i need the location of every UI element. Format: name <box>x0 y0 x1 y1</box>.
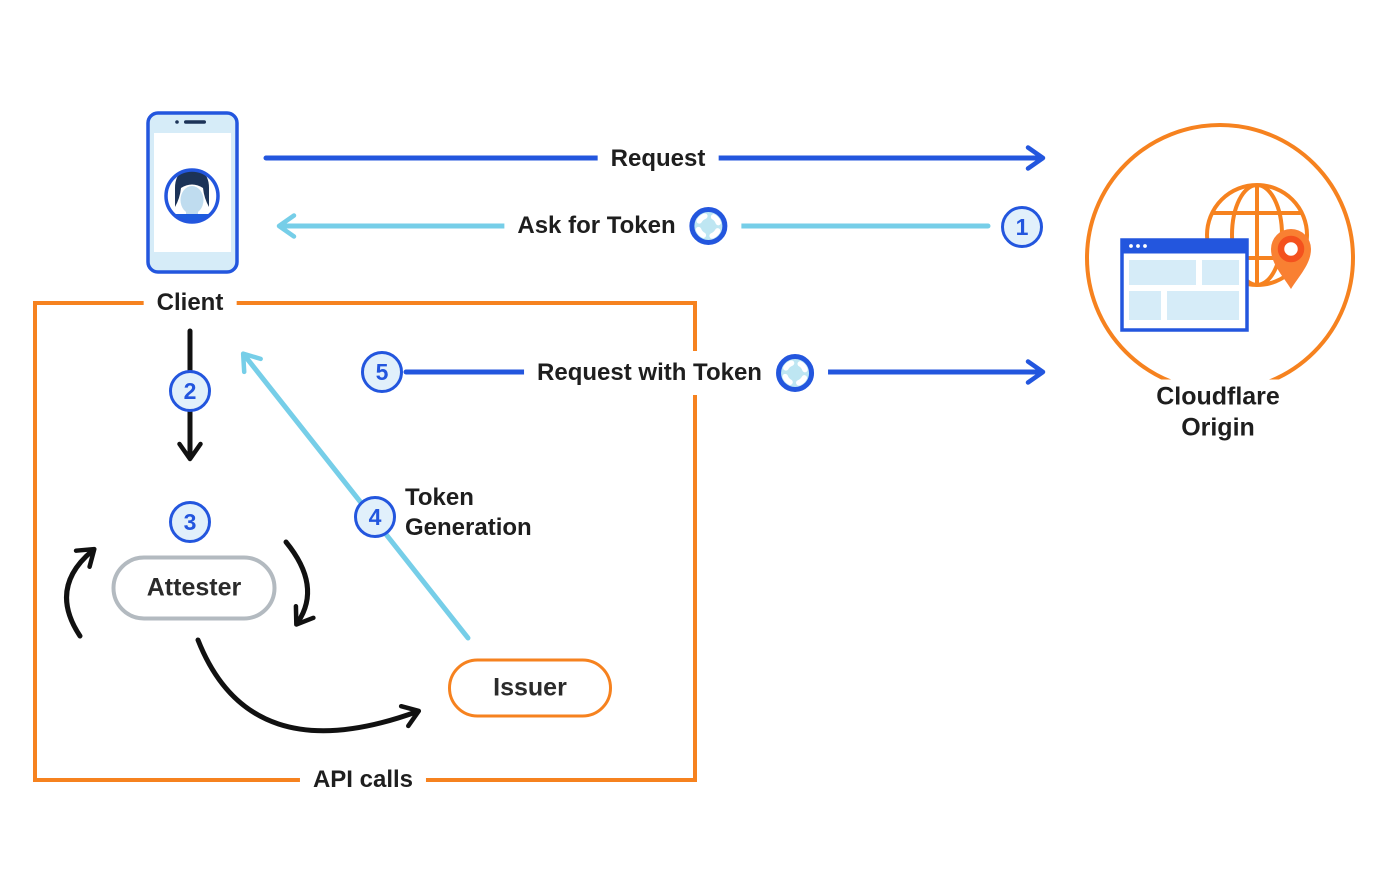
attester-to-issuer-arrow <box>195 637 422 734</box>
step-badge-5: 5 <box>361 351 403 393</box>
token-generation-label: Token Generation <box>405 484 532 542</box>
step-badge-3: 3 <box>169 501 211 543</box>
location-pin-icon <box>1271 229 1311 289</box>
token-icon <box>689 207 728 245</box>
cloudflare-origin-label: Cloudflare Origin <box>1133 379 1303 445</box>
step-badge-1: 1 <box>1001 206 1043 248</box>
attester-node: Attester <box>111 555 277 621</box>
token-icon <box>775 354 814 392</box>
request-with-token-label: Request with Token <box>537 359 762 386</box>
attester-cycle-arrow-left <box>64 546 97 639</box>
token-generation-arrow <box>240 351 471 641</box>
request-with-token-row: Request with Token <box>524 351 828 395</box>
issuer-node: Issuer <box>448 658 612 718</box>
step-badge-4: 4 <box>354 496 396 538</box>
step-badge-2: 2 <box>169 370 211 412</box>
request-label: Request <box>597 143 719 175</box>
client-phone-icon <box>146 111 239 274</box>
user-avatar <box>164 168 220 224</box>
api-calls-label: API calls <box>299 764 427 796</box>
ask-for-token-label: Ask for Token <box>517 212 676 239</box>
attester-cycle-arrow-right <box>283 539 316 627</box>
client-label: Client <box>143 287 237 319</box>
ask-for-token-row: Ask for Token <box>504 204 742 248</box>
browser-window-icon <box>1120 238 1249 332</box>
